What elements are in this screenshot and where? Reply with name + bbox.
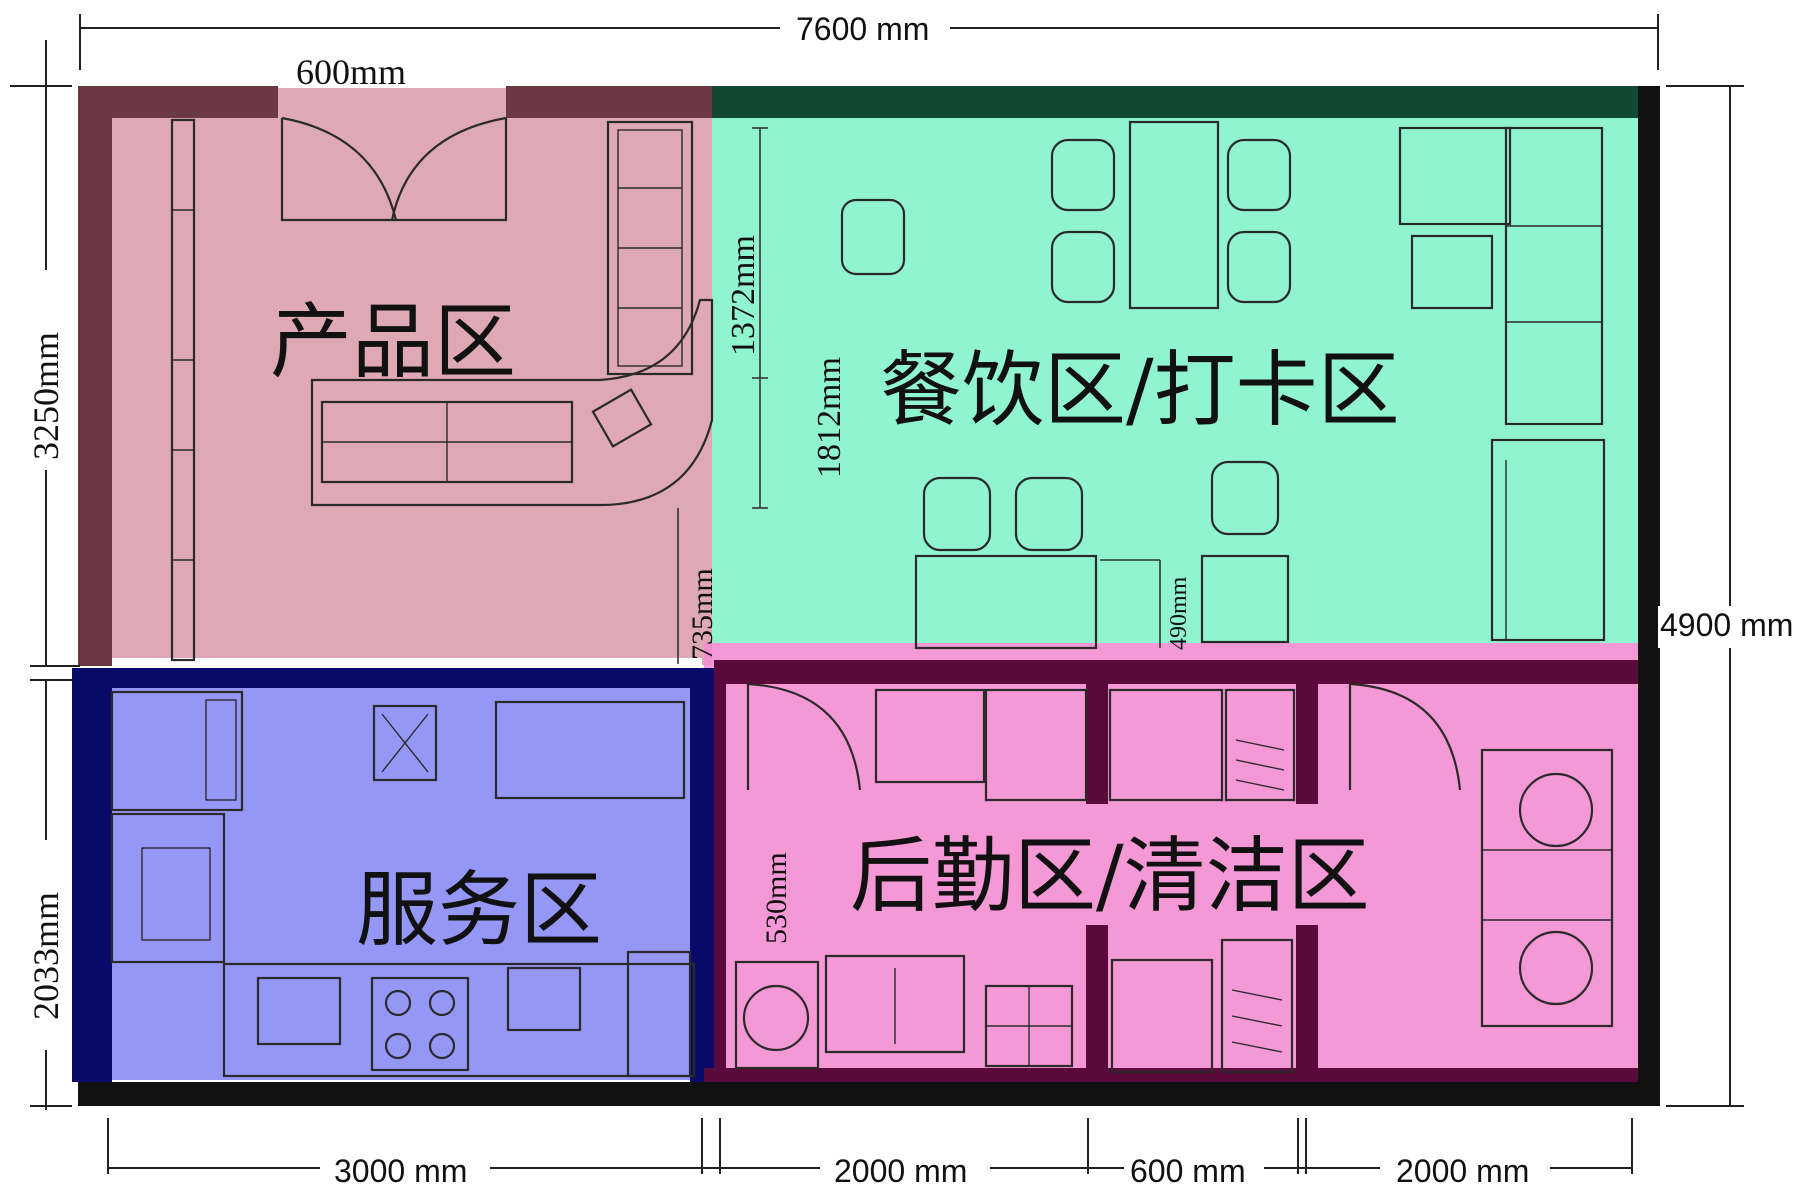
wall-top-mid — [506, 86, 712, 118]
dim-bottom-3: 600 mm — [1130, 1153, 1246, 1186]
table-small — [1200, 554, 1290, 644]
wall-log-pillar-4 — [1296, 925, 1318, 1082]
dim-lower-height: 2033mm — [26, 892, 66, 1020]
small-unit — [626, 950, 692, 1078]
dim-inner-1372: 1372mm — [725, 235, 762, 356]
fridge — [110, 812, 226, 964]
wall-left-lower — [72, 668, 112, 1082]
stove — [370, 976, 470, 1072]
rack-1 — [1224, 688, 1296, 802]
cabinet-3 — [1108, 688, 1224, 802]
double-sink — [824, 954, 966, 1054]
box-unit — [372, 704, 438, 782]
product-furniture — [170, 118, 714, 662]
chairs-top — [840, 138, 1292, 552]
door-main-swing — [280, 116, 508, 222]
zone-service-label: 服务区 — [356, 863, 602, 958]
cabinet-1 — [874, 688, 986, 784]
logistics-furniture — [734, 688, 1614, 1074]
shelf-tower — [1480, 748, 1614, 1028]
wall-gap — [112, 658, 702, 666]
doors — [280, 116, 1462, 791]
zone-product-fill — [80, 88, 712, 665]
door-logistics-2 — [1348, 682, 1462, 791]
inner-dimensions — [677, 127, 1161, 664]
dim-inner-490: 490mm — [1166, 576, 1192, 650]
cabinet-4 — [1110, 958, 1214, 1074]
table-bottom — [914, 554, 1098, 650]
dim-upper-height: 3250mm — [26, 332, 66, 460]
service-furniture — [110, 690, 696, 1078]
sink — [256, 976, 342, 1046]
zone-product-label: 产品区 — [270, 295, 516, 390]
counter-curve — [310, 298, 714, 507]
zone-dining-fill — [712, 88, 1638, 643]
wall-logistics-top — [714, 660, 1638, 684]
table-top — [1128, 120, 1220, 310]
dim-bottom-1: 3000 mm — [334, 1153, 467, 1186]
sofa-l — [1398, 126, 1606, 642]
washer — [734, 960, 820, 1070]
zone-logistics-label: 后勤区/清洁区 — [850, 829, 1370, 924]
zone-dining-label: 餐饮区/打卡区 — [880, 343, 1400, 438]
wall-top-right — [712, 86, 1660, 118]
wall-log-pillar-2 — [1086, 925, 1108, 1082]
wall-left-upper — [78, 86, 112, 666]
wall-service-top — [112, 668, 702, 688]
wall-logistics-left — [714, 660, 726, 1082]
dining-furniture — [840, 120, 1606, 650]
display-shelf-left — [170, 118, 196, 662]
dim-bottom-2: 2000 mm — [834, 1153, 967, 1186]
wall-right — [1638, 86, 1660, 1106]
display-shelf-right — [606, 120, 694, 376]
zones — [72, 88, 1638, 1085]
dim-door-width: 600mm — [296, 52, 406, 92]
counter-back — [494, 700, 686, 800]
dim-inner-1812: 1812mm — [811, 357, 848, 478]
dim-inner-530: 530mm — [760, 852, 793, 944]
dim-inner-735: 735mm — [686, 568, 719, 660]
counter-low — [222, 962, 696, 1078]
side-table — [1410, 234, 1494, 310]
dim-total-height: 4900 mm — [1660, 607, 1793, 643]
wall-bottom — [78, 1082, 1660, 1106]
door-logistics-1 — [746, 682, 862, 791]
cash-register — [591, 388, 653, 448]
dim-total-width: 7600 mm — [796, 11, 929, 47]
wall-log-pillar-1 — [1086, 684, 1108, 804]
wall-log-bottom — [704, 1068, 1638, 1082]
cooker-hood — [506, 966, 582, 1032]
rack-2 — [1220, 938, 1294, 1074]
dim-bottom-4: 2000 mm — [1396, 1153, 1529, 1186]
cabinet-2 — [984, 688, 1088, 802]
wall-log-pillar-3 — [1296, 684, 1318, 804]
walls — [72, 86, 1660, 1106]
microwave — [110, 690, 244, 812]
